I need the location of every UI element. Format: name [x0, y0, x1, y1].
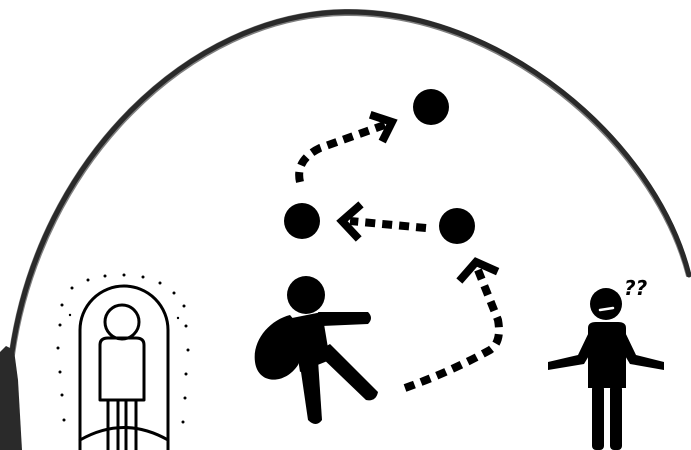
thief-running-with-sack-icon: [255, 276, 378, 424]
confused-question-marks: ??: [624, 276, 648, 300]
path-dot-left: [284, 203, 320, 239]
glowing-capsule-person-icon: [57, 274, 190, 450]
confused-person-icon: ??: [548, 276, 664, 450]
path-dot-top: [413, 89, 449, 125]
path-dot-right: [439, 208, 475, 244]
